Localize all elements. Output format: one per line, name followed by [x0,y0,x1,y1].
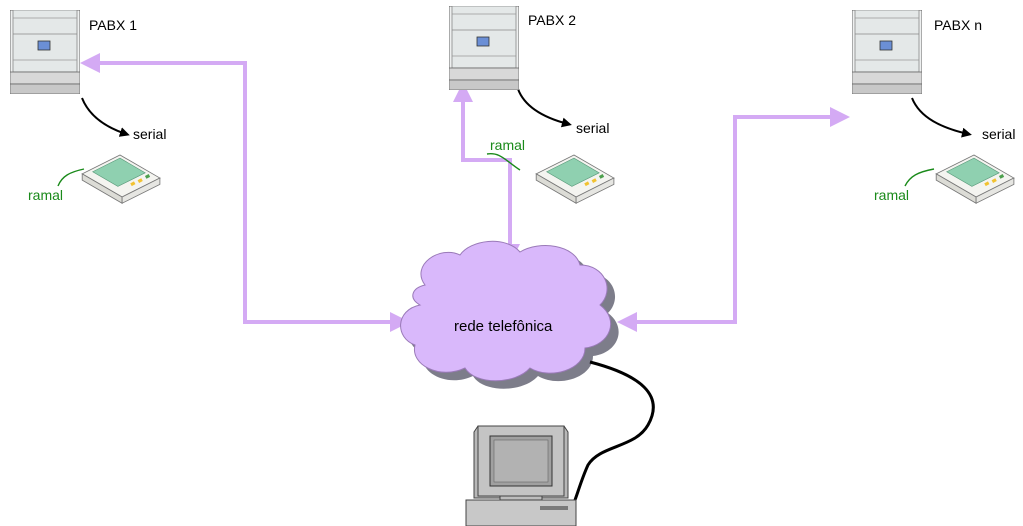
link-pabx1 [80,53,410,332]
pabx-1-server-icon [10,10,80,94]
ramal-label-pabxn: ramal [874,187,910,203]
link-pabx2 [453,82,520,264]
serial-arrow-pabxn [911,97,972,138]
ramal-cable-pabx1 [57,168,85,187]
ramal-label-pabx2: ramal [490,137,526,153]
computer-cable [573,360,655,501]
pabx-1-label: PABX 1 [89,17,137,33]
pabx-2-server-icon [449,6,519,90]
ramal-cable-pabx2 [486,153,521,171]
pabx-n-server-icon [852,10,922,94]
modem-pabx2-icon [535,154,615,204]
serial-arrow-pabx2 [517,88,572,128]
network-cloud-icon [400,240,619,389]
serial-label-pabx1: serial [133,126,167,142]
serial-label-pabxn: serial [982,126,1016,142]
pabx-n-label: PABX n [934,17,982,33]
network-cloud-label: rede telefônica [454,318,553,335]
ramal-cable-pabxn [904,168,935,187]
serial-label-pabx2: serial [576,120,610,136]
computer-icon [465,425,577,526]
link-pabxn [617,107,850,332]
modem-pabxn-icon [935,154,1015,204]
modem-pabx1-icon [81,154,161,204]
serial-arrow-pabx1 [81,97,130,137]
pabx-2-label: PABX 2 [528,12,576,28]
ramal-label-pabx1: ramal [28,187,64,203]
